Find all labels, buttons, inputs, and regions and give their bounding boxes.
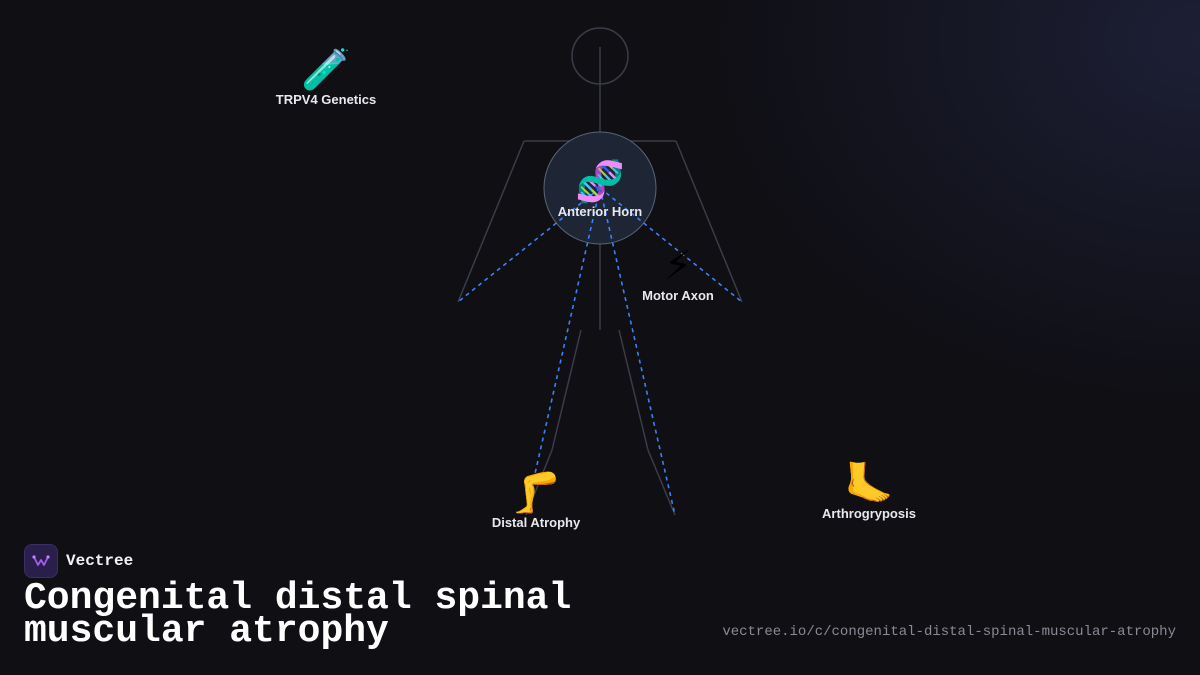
node-genetics-label: TRPV4 Genetics [275, 92, 377, 107]
figure-left-arm [457, 140, 525, 303]
test-tube-icon: 🧪 [301, 47, 351, 93]
page-url: vectree.io/c/congenital-distal-spinal-mu… [722, 624, 1176, 640]
connector-motor-axon [599, 187, 743, 303]
vectree-logo-icon [24, 544, 58, 578]
node-anterior-horn-label: Anterior Horn [557, 204, 643, 219]
connector-right-leg [599, 187, 676, 516]
dna-icon: 🧬 [575, 159, 625, 205]
connector-left-arm [457, 187, 601, 303]
figure-left-leg [525, 329, 582, 516]
figure-right-leg [618, 329, 676, 516]
leg-icon: 🦵 [511, 470, 561, 516]
lightning-icon: ⚡ [663, 243, 693, 289]
page-title: Congenital distal spinal muscular atroph… [24, 577, 572, 653]
brand-name: Vectree [66, 552, 134, 570]
connector-distal-atrophy [533, 187, 601, 479]
node-anterior-horn: 🧬 Anterior Horn [558, 160, 643, 219]
node-motor-axon-label: Motor Axon [642, 288, 714, 303]
node-genetics: 🧪 TRPV4 Genetics [276, 48, 376, 107]
node-motor-axon: ⚡ Motor Axon [642, 244, 714, 303]
node-distal-atrophy-label: Distal Atrophy [491, 515, 581, 530]
brand: Vectree [24, 544, 133, 578]
figure-right-arm [675, 140, 743, 303]
foot-icon: 🦶 [844, 461, 894, 507]
node-arthrogryposis: 🦶 Arthrogryposis [822, 462, 916, 521]
node-arthrogryposis-label: Arthrogryposis [822, 506, 916, 521]
node-distal-atrophy: 🦵 Distal Atrophy [492, 471, 580, 530]
